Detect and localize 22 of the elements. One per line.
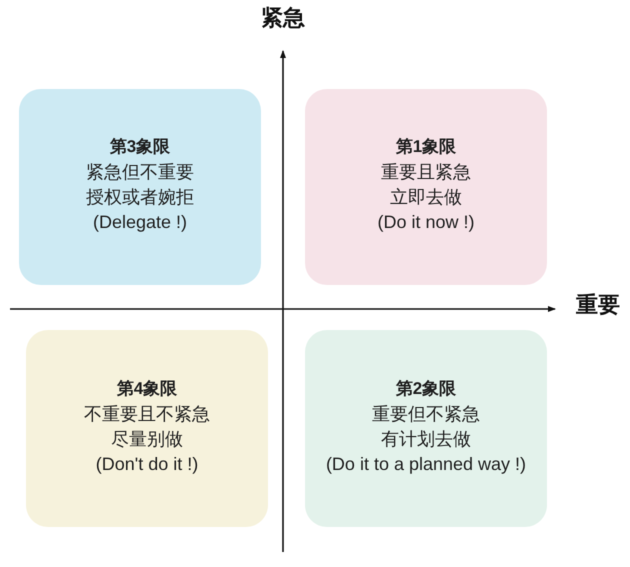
- quadrant-box: [305, 89, 547, 285]
- quadrant-box: [305, 330, 547, 527]
- quadrant-title: 第3象限: [110, 136, 170, 158]
- quadrant-text: (Do it to a planned way !): [326, 452, 526, 476]
- quadrant-box: [26, 330, 268, 527]
- quadrant-title: 第2象限: [396, 378, 456, 400]
- quadrant-text: (Delegate !): [92, 211, 188, 234]
- axis-label: 紧急: [260, 4, 306, 32]
- quadrant-text: 不重要且不紧急: [84, 402, 210, 426]
- quadrant-text: 授权或者婉拒: [86, 186, 194, 209]
- quadrant-text: 有计划去做: [381, 428, 471, 450]
- quadrant-box: [19, 89, 261, 285]
- quadrant-text: (Don't do it !): [96, 452, 198, 476]
- quadrant-title: 第1象限: [396, 136, 456, 158]
- quadrant-text: 立即去做: [390, 186, 462, 209]
- quadrant-text: 尽量别做: [111, 428, 183, 450]
- axis-label: 重要: [575, 291, 621, 319]
- quadrant-title: 第4象限: [116, 378, 178, 400]
- quadrant-text: 重要但不紧急: [372, 402, 480, 426]
- quadrant-text: (Do it now !): [377, 211, 475, 234]
- quadrant-text: 紧急但不重要: [86, 161, 194, 184]
- quadrant-text: 重要且紧急: [381, 161, 471, 184]
